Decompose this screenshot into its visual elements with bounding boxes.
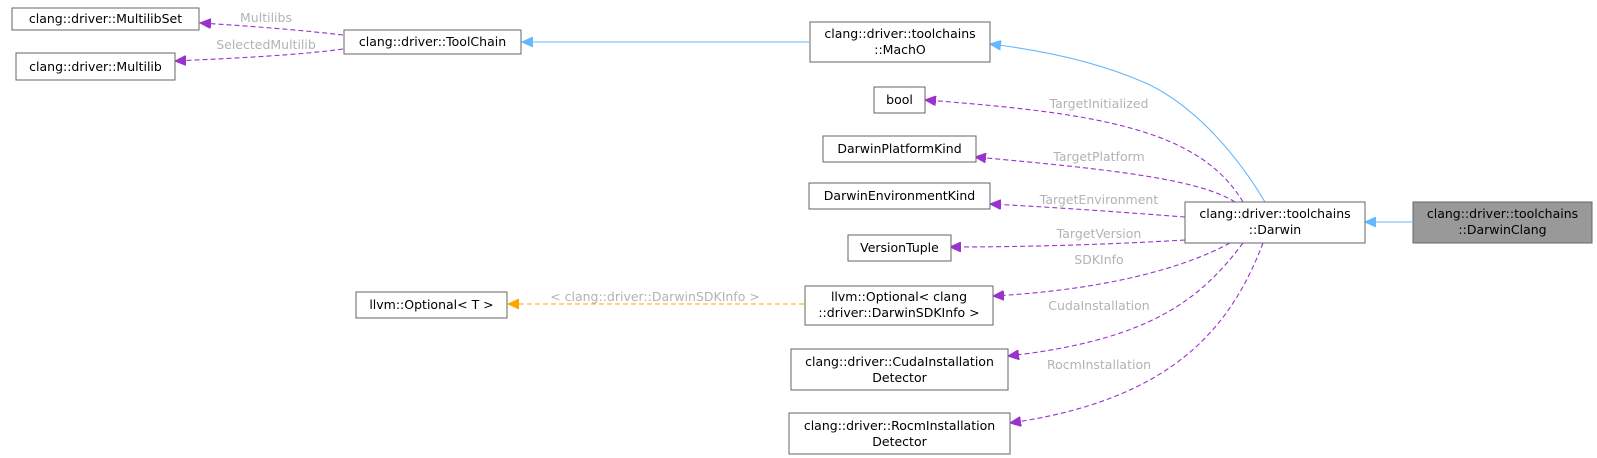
edge-rocminstallation: [1010, 242, 1264, 423]
node-toolchain[interactable]: clang::driver::ToolChain: [343, 29, 522, 55]
node-macho[interactable]: clang::driver::toolchains ::MachO: [809, 21, 991, 63]
node-multilibset[interactable]: clang::driver::MultilibSet: [11, 7, 200, 31]
node-optional-t[interactable]: llvm::Optional< T >: [355, 291, 508, 319]
node-box: [847, 234, 952, 262]
node-box: [822, 135, 977, 163]
node-optional-darwinsdkinfo[interactable]: llvm::Optional< clang ::driver::DarwinSD…: [804, 285, 994, 326]
edge-label-multilibs: Multilibs: [240, 10, 292, 25]
edge-label-sdkinfo: SDKInfo: [1074, 252, 1123, 267]
node-label-line-1: clang::driver::RocmInstallation: [804, 418, 995, 433]
edge-label-targetenvironment: TargetEnvironment: [1039, 192, 1159, 207]
node-rocminstallationdetector[interactable]: clang::driver::RocmInstallation Detector: [788, 412, 1011, 455]
node-box: [788, 412, 1011, 455]
node-darwinclang[interactable]: clang::driver::toolchains ::DarwinClang: [1412, 201, 1593, 244]
edge-cudainstallation: [1008, 242, 1244, 356]
node-label: clang::driver::MultilibSet: [29, 11, 182, 26]
node-box-highlighted: [1412, 201, 1593, 244]
node-cudainstallationdetector[interactable]: clang::driver::CudaInstallation Detector: [790, 348, 1009, 391]
node-label: clang::driver::ToolChain: [359, 34, 506, 49]
node-label-line-1: clang::driver::toolchains: [824, 26, 975, 41]
node-label-line-2: ::DarwinClang: [1458, 222, 1546, 237]
edge-label-template-arg: < clang::driver::DarwinSDKInfo >: [550, 289, 760, 304]
node-box: [343, 29, 522, 55]
node-box: [790, 348, 1009, 391]
edge-label-selectedmultilib: SelectedMultilib: [216, 37, 316, 52]
nodes: clang::driver::MultilibSet clang::driver…: [11, 7, 1593, 455]
node-box: [804, 285, 994, 326]
edge-darwin-to-macho: [990, 44, 1266, 203]
node-box: [1184, 201, 1366, 244]
node-label: clang::driver::Multilib: [29, 59, 162, 74]
node-label-line-2: Detector: [872, 370, 927, 385]
node-box: [355, 291, 508, 319]
node-box: [11, 7, 200, 31]
node-label-line-2: ::driver::DarwinSDKInfo >: [818, 305, 979, 320]
node-label: DarwinPlatformKind: [837, 141, 961, 156]
node-box: [808, 182, 991, 210]
edge-label-targetplatform: TargetPlatform: [1052, 149, 1144, 164]
edge-targetinitialized: [925, 100, 1244, 203]
node-label: VersionTuple: [860, 240, 939, 255]
node-label-line-2: ::MachO: [874, 42, 926, 57]
edge-selectedmultilib: [175, 48, 344, 61]
node-label: llvm::Optional< T >: [369, 297, 493, 312]
node-label-line-1: clang::driver::CudaInstallation: [805, 354, 994, 369]
node-darwinenvironmentkind[interactable]: DarwinEnvironmentKind: [808, 182, 991, 210]
node-label-line-1: llvm::Optional< clang: [831, 289, 967, 304]
node-label-line-1: clang::driver::toolchains: [1199, 206, 1350, 221]
edge-sdkinfo: [993, 242, 1231, 296]
node-label-line-1: clang::driver::toolchains: [1427, 206, 1578, 221]
node-multilib[interactable]: clang::driver::Multilib: [15, 52, 176, 81]
node-label-line-2: Detector: [872, 434, 927, 449]
edge-label-targetinitialized: TargetInitialized: [1049, 96, 1149, 111]
node-box: [15, 52, 176, 81]
edge-label-targetversion: TargetVersion: [1056, 226, 1142, 241]
edge-labels: Multilibs SelectedMultilib TargetInitial…: [216, 10, 1158, 372]
node-darwin[interactable]: clang::driver::toolchains ::Darwin: [1184, 201, 1366, 244]
edge-targetenvironment: [990, 204, 1186, 218]
node-label: DarwinEnvironmentKind: [824, 188, 975, 203]
edges: [175, 23, 1412, 423]
edge-targetversion: [950, 239, 1186, 247]
edge-label-cudainstallation: CudaInstallation: [1048, 298, 1149, 313]
node-box: [809, 21, 991, 63]
node-box: [873, 86, 926, 114]
node-bool[interactable]: bool: [873, 86, 926, 114]
edge-label-rocminstallation: RocmInstallation: [1047, 357, 1151, 372]
edge-targetplatform: [975, 157, 1236, 203]
node-darwinplatformkind[interactable]: DarwinPlatformKind: [822, 135, 977, 163]
node-label: bool: [886, 92, 913, 107]
node-versiontuple[interactable]: VersionTuple: [847, 234, 952, 262]
node-label-line-2: ::Darwin: [1249, 222, 1301, 237]
